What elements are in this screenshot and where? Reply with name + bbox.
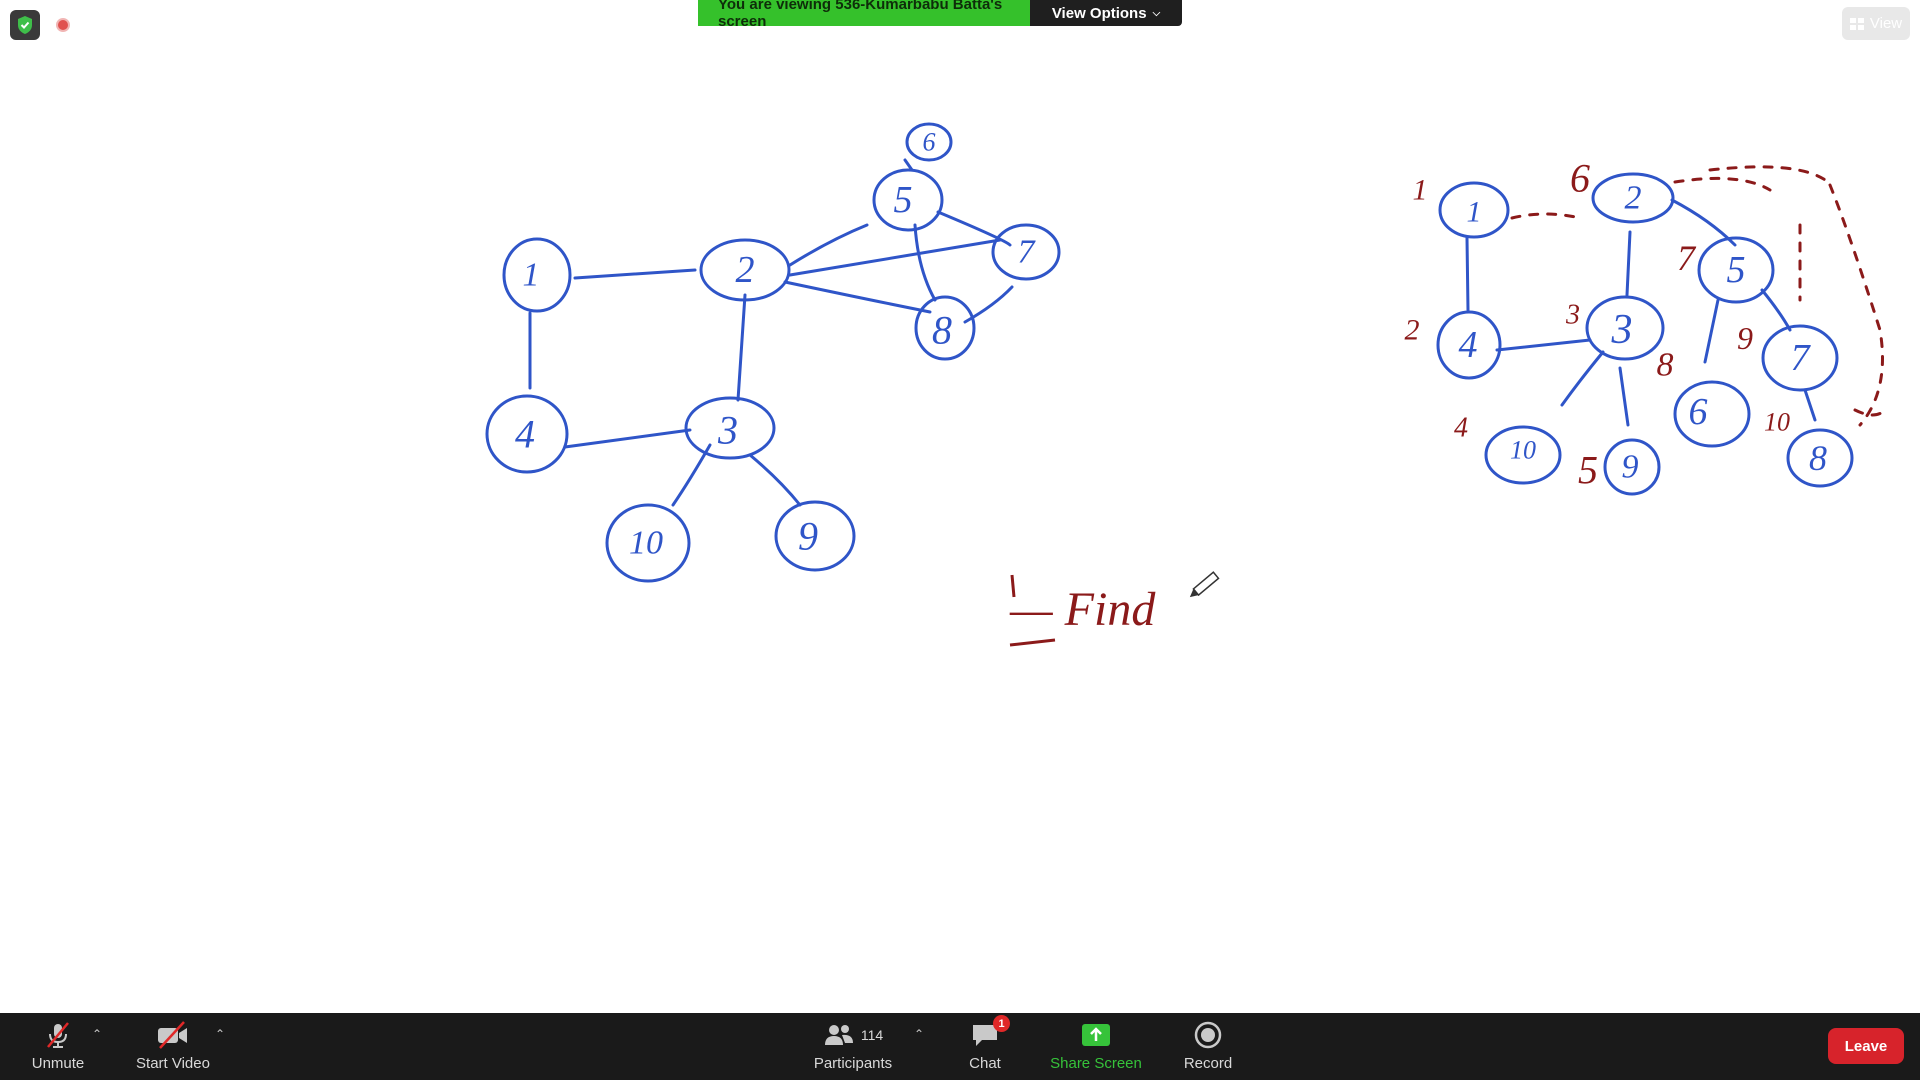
record-icon bbox=[1194, 1021, 1222, 1049]
whiteboard-canvas: 1 2 4 3 5 6 7 8 10 9 1 2 4 3 5 7 6 10 9 … bbox=[485, 122, 1887, 647]
share-screen-button[interactable]: Share Screen bbox=[1050, 1013, 1142, 1080]
record-label: Record bbox=[1183, 1055, 1233, 1072]
left-node-8: 8 bbox=[932, 308, 952, 353]
left-node-5: 5 bbox=[894, 179, 913, 221]
left-node-9: 9 bbox=[798, 514, 818, 559]
right-node-6: 6 bbox=[1689, 391, 1708, 433]
chat-label: Chat bbox=[969, 1055, 1001, 1072]
right-node-10: 10 bbox=[1510, 436, 1536, 465]
left-node-3: 3 bbox=[717, 408, 738, 453]
meeting-status-icons bbox=[10, 10, 70, 40]
left-node-4: 4 bbox=[515, 412, 535, 457]
grid-icon bbox=[1849, 17, 1864, 30]
left-node-10: 10 bbox=[629, 525, 663, 562]
view-options-label: View Options bbox=[1051, 4, 1147, 22]
order-annotation: 9 bbox=[1737, 320, 1753, 356]
right-node-9: 9 bbox=[1622, 449, 1639, 486]
left-node-7: 7 bbox=[1018, 234, 1037, 271]
meeting-toolbar: Unmute ⌃ Start Video ⌃ 114 Participants … bbox=[0, 1013, 1920, 1080]
microphone-muted-icon bbox=[47, 1022, 69, 1048]
left-node-2: 2 bbox=[736, 249, 755, 291]
left-node-6: 6 bbox=[923, 128, 936, 157]
order-annotation: 3 bbox=[1565, 300, 1580, 331]
shield-icon[interactable] bbox=[10, 10, 40, 40]
view-button[interactable]: View bbox=[1842, 7, 1910, 40]
viewing-message: You are viewing 536-Kumarbabu Batta's sc… bbox=[698, 0, 1030, 30]
right-node-3: 3 bbox=[1611, 307, 1633, 353]
participants-icon bbox=[824, 1025, 853, 1045]
chat-bubble-icon bbox=[973, 1025, 997, 1046]
right-node-8: 8 bbox=[1809, 438, 1827, 478]
start-video-button[interactable]: Start Video bbox=[133, 1013, 213, 1080]
leave-button[interactable]: Leave bbox=[1828, 1028, 1904, 1064]
order-annotation: 5 bbox=[1578, 448, 1598, 493]
right-node-5: 5 bbox=[1727, 249, 1746, 291]
share-screen-icon bbox=[1082, 1024, 1110, 1046]
handwritten-note: — Find bbox=[1009, 583, 1156, 636]
unmute-button[interactable]: Unmute bbox=[25, 1013, 91, 1080]
order-annotation: 7 bbox=[1677, 238, 1697, 278]
participants-count: 114 bbox=[860, 1027, 884, 1043]
pencil-cursor-icon bbox=[1189, 571, 1220, 598]
left-node-1: 1 bbox=[523, 257, 540, 294]
start-video-label: Start Video bbox=[136, 1055, 210, 1072]
order-annotation: 4 bbox=[1454, 413, 1468, 444]
screen-share-banner: You are viewing 536-Kumarbabu Batta's sc… bbox=[698, 0, 1182, 30]
video-camera-off-icon bbox=[158, 1021, 187, 1049]
order-annotation: 8 bbox=[1657, 347, 1674, 384]
share-screen-label: Share Screen bbox=[1050, 1055, 1142, 1072]
chat-button[interactable]: 1 Chat bbox=[964, 1013, 1010, 1080]
order-annotation: 1 bbox=[1413, 174, 1428, 207]
right-node-2: 2 bbox=[1625, 180, 1642, 217]
unmute-label: Unmute bbox=[31, 1055, 85, 1072]
chevron-down-icon: ⌵ bbox=[1152, 7, 1161, 19]
video-options-caret-icon[interactable]: ⌃ bbox=[215, 1027, 226, 1041]
record-button[interactable]: Record bbox=[1182, 1013, 1234, 1080]
recording-indicator-icon bbox=[56, 18, 70, 32]
audio-options-caret-icon[interactable]: ⌃ bbox=[92, 1027, 103, 1041]
right-node-4: 4 bbox=[1459, 324, 1478, 366]
participants-button[interactable]: 114 Participants bbox=[808, 1013, 898, 1080]
participants-label: Participants bbox=[813, 1055, 893, 1072]
order-annotation: 10 bbox=[1764, 408, 1790, 437]
order-annotation: 2 bbox=[1405, 314, 1420, 347]
chat-unread-badge: 1 bbox=[993, 1015, 1010, 1032]
right-node-1: 1 bbox=[1467, 196, 1482, 229]
view-options-button[interactable]: View Options ⌵ bbox=[1030, 0, 1182, 26]
order-annotation: 6 bbox=[1570, 156, 1590, 201]
participants-options-caret-icon[interactable]: ⌃ bbox=[914, 1027, 925, 1041]
right-node-7: 7 bbox=[1791, 337, 1812, 379]
view-label: View bbox=[1869, 15, 1903, 32]
